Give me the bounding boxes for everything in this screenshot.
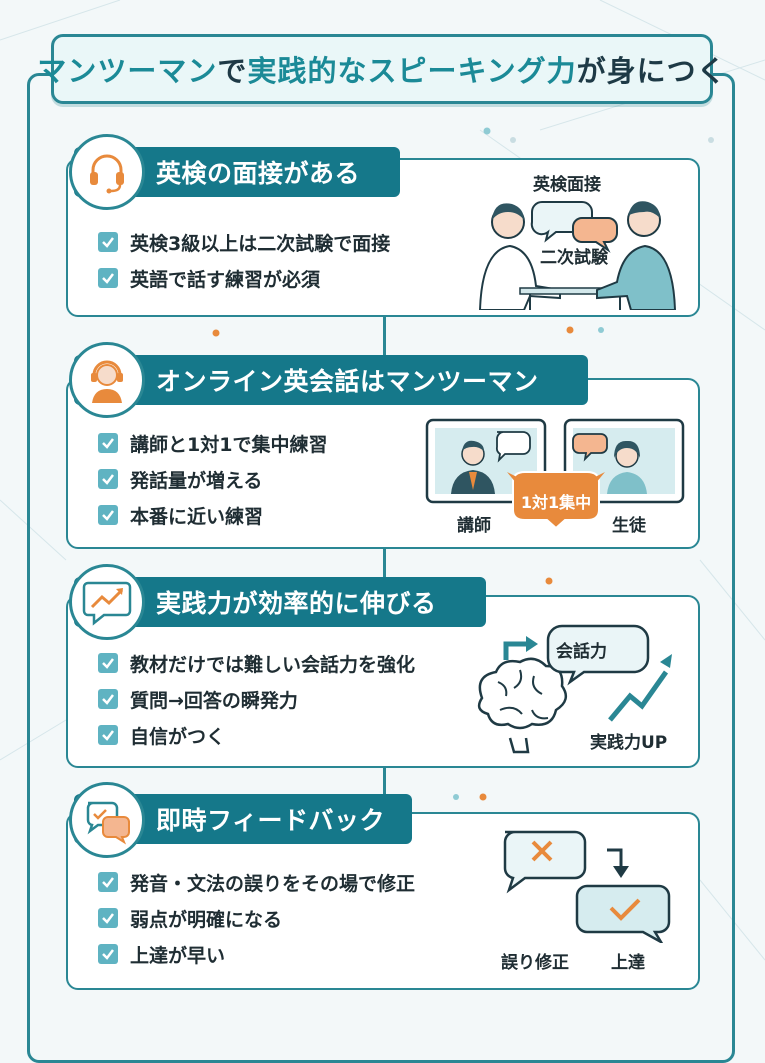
bullet-list: 英検3級以上は二次試験で面接 英語で話す練習が必須: [98, 224, 390, 296]
list-item: 英語で話す練習が必須: [98, 260, 390, 296]
teacher-label: 講師: [457, 516, 491, 536]
page-title: マンツーマン で 実践的なスピーキング力 が身につく: [37, 34, 726, 104]
bullet-text: 講師と1対1で集中練習: [130, 433, 328, 456]
list-item: 質問→回答の瞬発力: [98, 681, 415, 717]
bullet-text: 上達が早い: [130, 944, 226, 967]
check-icon: [98, 433, 118, 453]
interview-label: 英検面接: [533, 175, 601, 195]
bullet-list: 講師と1対1で集中練習 発話量が増える 本番に近い練習: [98, 425, 327, 533]
bullet-text: 質問→回答の瞬発力: [130, 689, 298, 712]
practical-up-label: 実践力UP: [590, 733, 668, 753]
connector-line: [383, 317, 386, 355]
bullet-text: 英検3級以上は二次試験で面接: [130, 232, 391, 255]
title-part-3: 実践的なスピーキング力: [247, 54, 577, 88]
list-item: 上達が早い: [98, 936, 415, 972]
check-icon: [98, 689, 118, 709]
check-icon: [98, 268, 118, 288]
feedback-bubbles-icon: [69, 782, 145, 858]
bullet-list: 教材だけでは難しい会話力を強化 質問→回答の瞬発力 自信がつく: [98, 645, 415, 753]
conversation-skill-label: 会話力: [556, 642, 607, 662]
bullet-text: 本番に近い練習: [130, 505, 264, 528]
one-on-one-badge: 1対1集中: [520, 493, 592, 512]
improvement-label: 上達: [611, 953, 645, 973]
connector-line: [383, 768, 386, 812]
check-icon: [98, 908, 118, 928]
title-part-1: マンツーマン: [37, 54, 218, 88]
list-item: 英検3級以上は二次試験で面接: [98, 224, 390, 260]
bullet-text: 弱点が明確になる: [130, 908, 283, 931]
correction-illustration: [503, 830, 671, 943]
list-item: 本番に近い練習: [98, 497, 327, 533]
title-part-2: で: [217, 54, 248, 88]
second-exam-label: 二次試験: [540, 248, 608, 268]
connector-line: [383, 549, 386, 595]
student-label: 生徒: [612, 516, 646, 536]
title-part-4: が身につく: [576, 54, 727, 88]
list-item: 講師と1対1で集中練習: [98, 425, 327, 461]
list-item: 教材だけでは難しい会話力を強化: [98, 645, 415, 681]
check-icon: [98, 505, 118, 525]
list-item: 自信がつく: [98, 717, 415, 753]
bullet-text: 発話量が増える: [130, 469, 263, 492]
trend-chart-icon: [69, 564, 145, 640]
list-item: 弱点が明確になる: [98, 900, 415, 936]
list-item: 発音・文法の誤りをその場で修正: [98, 864, 415, 900]
bullet-text: 発音・文法の誤りをその場で修正: [130, 872, 416, 895]
interview-illustration: [478, 201, 677, 310]
bullet-text: 自信がつく: [130, 725, 226, 748]
check-icon: [98, 944, 118, 964]
list-item: 発話量が増える: [98, 461, 327, 497]
check-icon: [98, 872, 118, 892]
brain-growth-illustration: [477, 624, 672, 754]
one-on-one-badge-shape: [507, 471, 605, 530]
error-correction-label: 誤り修正: [501, 953, 569, 973]
operator-headset-icon: [69, 342, 145, 418]
headset-icon: [69, 134, 145, 210]
check-icon: [98, 653, 118, 673]
check-icon: [98, 469, 118, 489]
bullet-list: 発音・文法の誤りをその場で修正 弱点が明確になる 上達が早い: [98, 864, 415, 972]
bullet-text: 英語で話す練習が必須: [130, 268, 321, 291]
check-icon: [98, 232, 118, 252]
section-title-one-on-one: オンライン英会話はマンツーマン: [74, 355, 588, 405]
bullet-text: 教材だけでは難しい会話力を強化: [130, 653, 416, 676]
check-icon: [98, 725, 118, 745]
